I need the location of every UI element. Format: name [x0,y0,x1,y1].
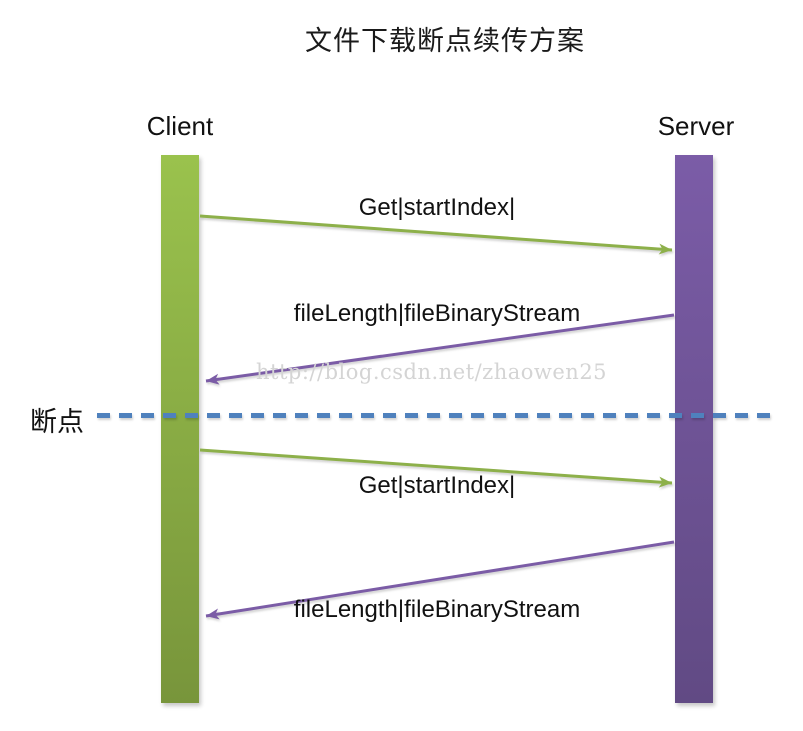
client-actor-label: Client [146,111,214,141]
server-actor-label: Server [657,111,735,141]
message-arrow-3-client-to-server [199,448,673,488]
watermark-text: http://blog.csdn.net/zhaowen25 [256,360,608,384]
breakpoint-label: 断点 [30,407,84,437]
message-arrow-1-client-to-server [199,214,673,255]
message-label-4: fileLength|fileBinaryStream [293,596,581,623]
message-label-3: Get|startIndex| [358,472,516,499]
message-label-2: fileLength|fileBinaryStream [293,300,581,327]
diagram-title: 文件下载断点续传方案 [305,26,585,56]
message-arrow-4-server-to-client [205,540,675,620]
message-arrow-2-server-to-client [205,313,675,385]
message-label-1: Get|startIndex| [358,194,516,221]
client-lifeline-bar [161,155,199,703]
server-lifeline-bar [675,155,713,703]
